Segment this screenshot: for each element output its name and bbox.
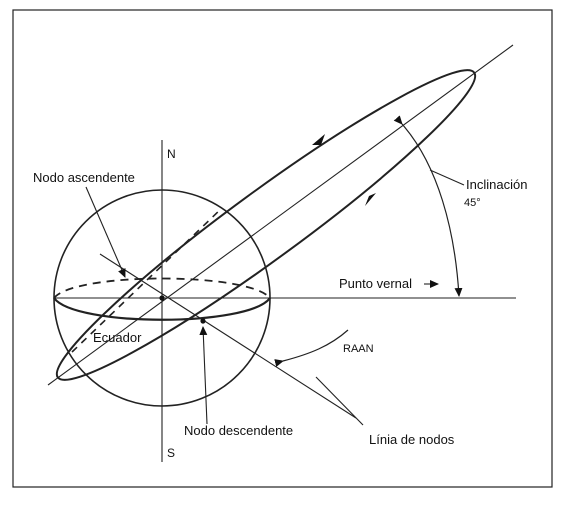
orbit-arrow-lower [365, 193, 376, 206]
descending-node-dot [200, 318, 206, 324]
line-of-nodes [99, 253, 357, 419]
ascending-node-label: Nodo ascendente [33, 170, 135, 185]
raan-label: RAAN [343, 343, 374, 355]
equator-label: Ecuador [93, 330, 142, 345]
inclination-pointer [429, 169, 465, 186]
inclination-value-label: 45° [464, 197, 481, 209]
ascending-node-pointer [85, 186, 126, 278]
orbit-ellipse [55, 69, 477, 381]
line-of-nodes-label: Línia de nodos [369, 432, 455, 447]
orbit-major-axis [47, 44, 514, 386]
orbit-arrow-upper [312, 134, 325, 145]
descending-node-pointer [199, 326, 208, 425]
equator-back-dashed [53, 277, 271, 299]
orbit-hidden-trace [71, 207, 223, 353]
sphere-center-dot [159, 295, 165, 301]
raan-arc [274, 329, 349, 367]
vernal-point-label: Punto vernal [339, 276, 412, 291]
north-label: N [167, 147, 176, 161]
south-label: S [167, 446, 175, 460]
line-of-nodes-pointer [315, 376, 364, 426]
descending-node-label: Nodo descendente [184, 423, 293, 438]
inclination-arc [393, 115, 463, 297]
inclination-label: Inclinación [466, 177, 527, 192]
diagram-frame [12, 9, 553, 488]
